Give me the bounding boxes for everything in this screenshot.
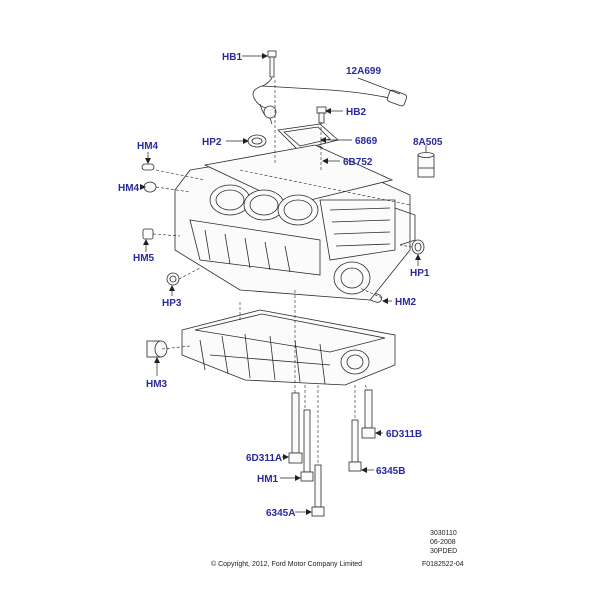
bolt-hb1-part	[267, 50, 277, 78]
lower-ladder-frame-part	[181, 309, 396, 386]
seal-hm3-part	[146, 340, 168, 358]
alignment-lines	[152, 80, 413, 465]
bolt-6d311a-part	[288, 392, 303, 464]
upper-cylinder-block-part	[174, 144, 416, 301]
label-6869: 6869	[355, 136, 378, 147]
sensor-harness-12a699-part	[252, 77, 408, 125]
copyright-text: © Copyright, 2012, Ford Motor Company Li…	[211, 560, 362, 568]
label-6b752: 6B752	[343, 157, 373, 168]
label-hm4-top: HM4	[137, 141, 159, 152]
label-hm3: HM3	[146, 379, 168, 390]
label-hp2: HP2	[202, 137, 222, 148]
bolt-hm1-part	[300, 409, 314, 482]
label-6d311a: 6D311A	[246, 453, 282, 464]
plug-hm5-part	[142, 228, 154, 240]
label-6d311b: 6D311B	[386, 429, 422, 440]
plug-hp3-part	[166, 272, 180, 286]
plug-hp1-part	[411, 239, 425, 255]
leader-lines	[140, 53, 427, 515]
label-hb2: HB2	[346, 107, 366, 118]
bolt-6345a-part	[311, 464, 325, 517]
meta-code3: F0182522-04	[422, 561, 464, 568]
drawing-metadata: 3030110 06-2008 30PDED F0182522-04 © Cop…	[211, 530, 464, 568]
label-6345a: 6345A	[266, 508, 295, 519]
pin-hm4-top-part	[141, 163, 155, 171]
label-hm5: HM5	[133, 253, 155, 264]
label-hm1: HM1	[257, 474, 279, 485]
meta-code2: 30PDED	[430, 548, 457, 555]
label-hm2: HM2	[395, 297, 417, 308]
part-labels: HB1 12A699 HB2 HP2 6869 8A505 HM4 6B752 …	[118, 52, 443, 519]
bolt-6345b-part	[348, 419, 362, 472]
ring-hp2-part	[247, 134, 267, 148]
bolt-6d311b-part	[361, 389, 376, 439]
label-hb1: HB1	[222, 52, 242, 63]
label-hp3: HP3	[162, 298, 182, 309]
label-8a505: 8A505	[413, 137, 443, 148]
sensor-8a505-part	[417, 152, 435, 178]
meta-code1: 3030110	[430, 530, 457, 537]
label-12a699: 12A699	[346, 66, 381, 77]
label-hm4-mid: HM4	[118, 183, 140, 194]
meta-date: 06-2008	[430, 539, 456, 546]
bolt-hb2-part	[316, 106, 327, 124]
label-hp1: HP1	[410, 268, 430, 279]
label-6345b: 6345B	[376, 466, 405, 477]
